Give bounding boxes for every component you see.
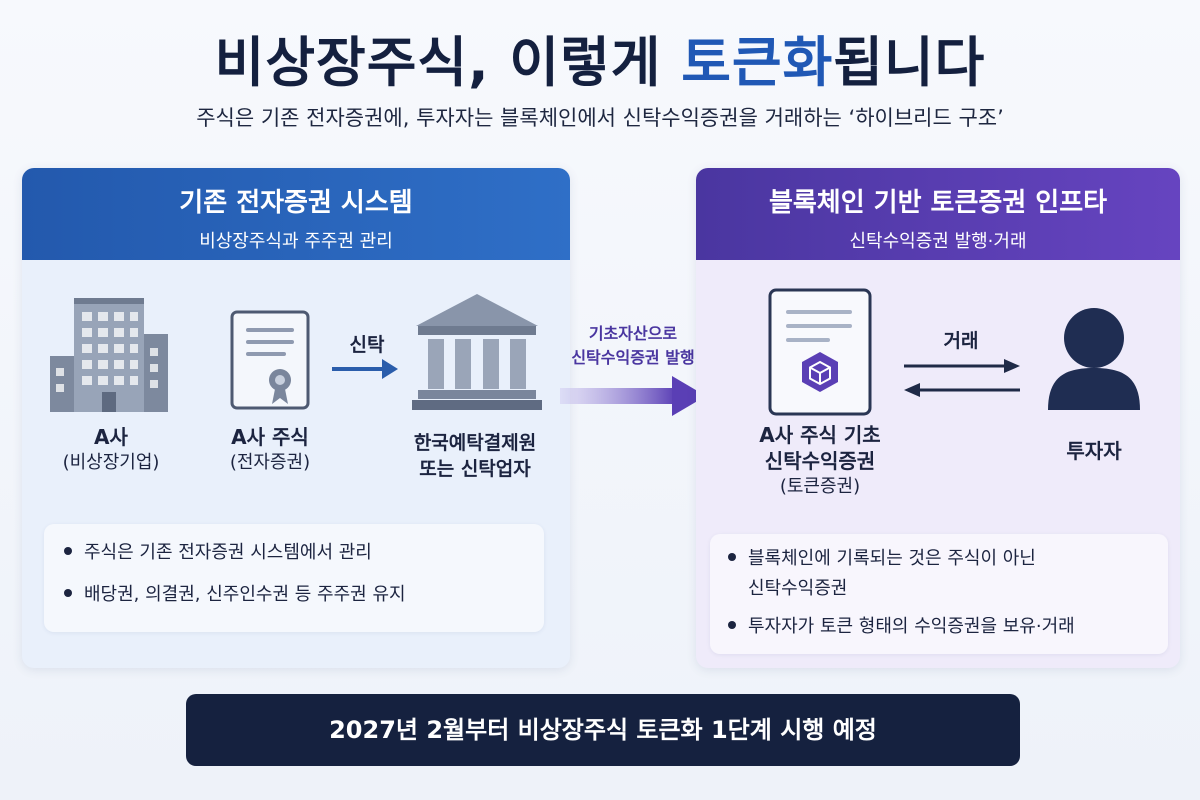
- token-security-label: A사 주식 기초 신탁수익증권 (토큰증권): [730, 422, 910, 500]
- office-building-icon: [50, 298, 168, 412]
- legacy-note-2-text: 배당권, 의결권, 신주인수권 등 주주권 유지: [84, 584, 406, 605]
- bullet-icon: [728, 553, 736, 561]
- legacy-note-1-text: 주식은 기존 전자증권 시스템에서 관리: [84, 542, 372, 563]
- blockchain-panel-title: 블록체인 기반 토큰증권 인프타: [768, 188, 1108, 218]
- blockchain-panel-header: 블록체인 기반 토큰증권 인프타 신탁수익증권 발행·거래: [696, 168, 1180, 260]
- trade-label: 거래: [943, 330, 979, 352]
- page-subtitle: 주식은 기존 전자증권에, 투자자는 블록체인에서 신탁수익증권을 거래하는 ‘…: [196, 106, 1004, 130]
- blockchain-note-1: 블록체인에 기록되는 것은 주식이 아닌: [728, 546, 1036, 572]
- title-text-1: 비상장주식, 이렇게: [214, 31, 682, 94]
- legacy-notes-box: 주식은 기존 전자증권 시스템에서 관리 배당권, 의결권, 신주인수권 등 주…: [44, 524, 544, 632]
- legacy-note-2: 배당권, 의결권, 신주인수권 등 주주권 유지: [64, 582, 406, 608]
- stock-label: A사 주식 (전자증권): [200, 424, 340, 476]
- arrow-right-icon: [332, 359, 398, 379]
- legacy-panel-title: 기존 전자증권 시스템: [179, 188, 413, 218]
- bullet-icon: [64, 589, 72, 597]
- bullet-icon: [64, 547, 72, 555]
- issuance-line2: 신탁수익증권 발행: [571, 348, 695, 367]
- bullet-icon: [728, 621, 736, 629]
- schedule-banner: 2027년 2월부터 비상장주식 토큰화 1단계 시행 예정: [186, 694, 1020, 766]
- blockchain-note-2: 투자자가 토큰 형태의 수익증권을 보유·거래: [728, 614, 1075, 640]
- company-label: A사 (비상장기업): [36, 424, 186, 476]
- investor-person-icon: [1048, 308, 1140, 410]
- investor-name: 투자자: [1066, 439, 1122, 463]
- token-line3: (토큰증권): [779, 476, 861, 497]
- page-title: 비상장주식, 이렇게 토큰화됩니다: [0, 18, 1200, 97]
- legacy-system-panel: 기존 전자증권 시스템 비상장주식과 주주권 관리 A사 (비상장기업): [22, 168, 570, 668]
- company-desc: (비상장기업): [62, 452, 160, 473]
- company-name: A사: [94, 425, 128, 449]
- institution-line2: 또는 신탁업자: [419, 458, 531, 480]
- title-text-2: 됩니다: [833, 31, 986, 94]
- legacy-note-1: 주식은 기존 전자증권 시스템에서 관리: [64, 540, 372, 566]
- stock-name: A사 주식: [231, 425, 309, 449]
- investor-label: 투자자: [1034, 438, 1154, 464]
- issuance-line1: 기초자산으로: [588, 324, 678, 343]
- institution-line1: 한국예탁결제원: [413, 432, 537, 454]
- issuance-label: 기초자산으로 신탁수익증권 발행: [552, 322, 714, 370]
- issuance-arrow-icon: [560, 376, 706, 416]
- stock-certificate-icon: [230, 310, 310, 410]
- blockchain-note-1-line1: 블록체인에 기록되는 것은 주식이 아닌: [748, 548, 1036, 569]
- institution-building-icon: [412, 294, 542, 410]
- blockchain-note-2-text: 투자자가 토큰 형태의 수익증권을 보유·거래: [748, 616, 1075, 637]
- token-line2: 신탁수익증권: [764, 449, 876, 473]
- token-line1: A사 주식 기초: [759, 423, 881, 447]
- legacy-panel-subtitle: 비상장주식과 주주권 관리: [199, 231, 393, 252]
- token-security-document-icon: [768, 288, 872, 416]
- blockchain-infra-panel: 블록체인 기반 토큰증권 인프타 신탁수익증권 발행·거래 A사 주식 기초 신…: [696, 168, 1180, 668]
- stock-desc: (전자증권): [229, 452, 311, 473]
- trust-label: 신탁: [349, 334, 385, 356]
- title-highlight: 토큰화: [681, 31, 834, 94]
- legacy-panel-header: 기존 전자증권 시스템 비상장주식과 주주권 관리: [22, 168, 570, 260]
- blockchain-panel-subtitle: 신탁수익증권 발행·거래: [849, 231, 1027, 252]
- blockchain-note-1-cont: 신탁수익증권: [748, 578, 848, 599]
- blockchain-notes-box: 블록체인에 기록되는 것은 주식이 아닌 신탁수익증권 투자자가 토큰 형태의 …: [710, 534, 1168, 654]
- exchange-arrows-icon: [904, 359, 1020, 397]
- institution-label: 한국예탁결제원 또는 신탁업자: [380, 430, 570, 482]
